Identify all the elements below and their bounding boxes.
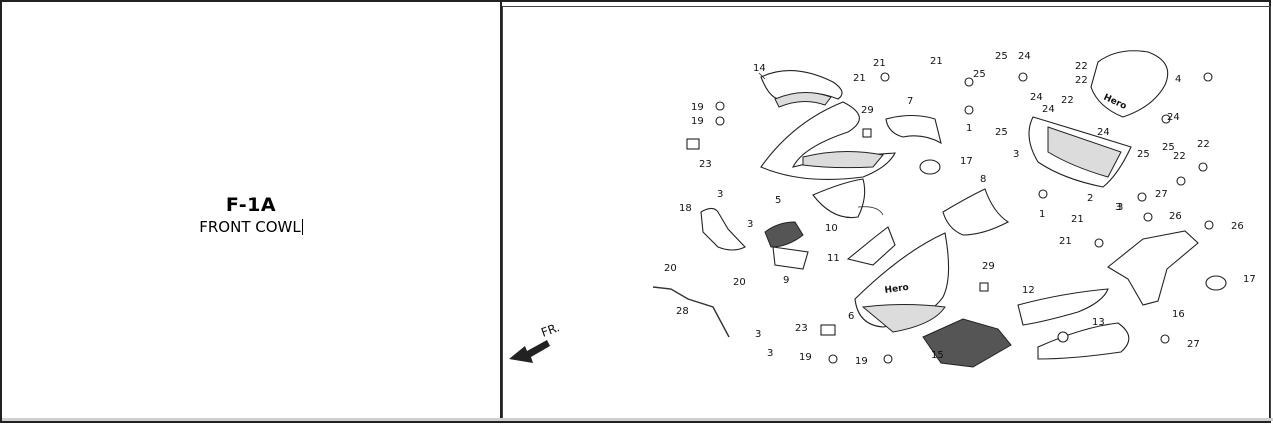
callout: 3: [755, 329, 761, 340]
callout: 25: [995, 51, 1008, 62]
callout: 22: [1075, 61, 1088, 72]
callout: 22: [1197, 139, 1210, 150]
callout: 19: [799, 352, 812, 363]
part-9-lower-bracket: [764, 221, 809, 270]
callout: 20: [733, 277, 746, 288]
part-15-lower-panel: [922, 318, 1012, 368]
callout: 19: [855, 356, 868, 367]
callout: 17: [1243, 274, 1256, 285]
callout-labels: 14 19 19 29 7 21 21 21 25 24 25 24 24 25…: [664, 51, 1256, 367]
callout: 19: [691, 102, 704, 113]
callout: 5: [775, 195, 781, 206]
part-5-front-cowl: [760, 101, 896, 180]
callout: 26: [1231, 221, 1244, 232]
part-2-lens: [1028, 116, 1132, 188]
callout: 29: [982, 261, 995, 272]
cowl-logo: Hero: [884, 283, 909, 296]
callout: 1: [966, 123, 972, 134]
callout: 24: [1097, 127, 1110, 138]
callout: 29: [861, 105, 874, 116]
text-cursor: [301, 219, 303, 235]
callout: 21: [1071, 214, 1084, 225]
callout: 24: [1030, 92, 1043, 103]
part-28-rod: [652, 286, 730, 338]
callout: 15: [931, 350, 944, 361]
parts-drawing: FR.: [509, 50, 1256, 368]
callout: 4: [1175, 74, 1181, 85]
part-4-windscreen: Hero: [1090, 50, 1169, 118]
callout: 3: [1013, 149, 1019, 160]
callout: 9: [783, 275, 789, 286]
callout: 16: [1172, 309, 1185, 320]
panel-divider: [500, 2, 502, 423]
callout: 11: [827, 253, 840, 264]
fasteners: [686, 72, 1227, 364]
front-direction-label: FR.: [539, 320, 561, 340]
callout: 22: [1061, 95, 1074, 106]
part-10-inner-panel: [812, 178, 884, 219]
callout: 24: [1042, 104, 1055, 115]
callout: 25: [1162, 142, 1175, 153]
callout: 3: [767, 348, 773, 359]
front-direction-arrow: FR.: [509, 320, 562, 363]
part-18-bracket: [700, 207, 746, 251]
callout: 23: [795, 323, 808, 334]
callout: 20: [664, 263, 677, 274]
callout: 21: [930, 56, 943, 67]
callout: 22: [1173, 151, 1186, 162]
callout: 22: [1075, 75, 1088, 86]
callout: 17: [960, 156, 973, 167]
callout: 26: [1169, 211, 1182, 222]
section-title-block: F-1A FRONT COWL: [2, 194, 500, 236]
callout: 3: [1117, 202, 1123, 213]
callout: 24: [1167, 112, 1180, 123]
callout: 6: [848, 311, 854, 322]
part-13-lower-fairing: [1037, 322, 1130, 360]
callout: 25: [995, 127, 1008, 138]
callout: 23: [699, 159, 712, 170]
bottom-scroll-edge: [2, 418, 1273, 421]
callout: 13: [1092, 317, 1105, 328]
callout: 3: [1115, 202, 1121, 213]
callout: 1: [1039, 209, 1045, 220]
part-16-frame-stay: [1107, 230, 1199, 306]
callout: 12: [1022, 285, 1035, 296]
callout: 21: [873, 58, 886, 69]
callout: 8: [980, 174, 986, 185]
part-7-duct: [885, 114, 942, 145]
callout: 25: [1137, 149, 1150, 160]
callout: 24: [1018, 51, 1031, 62]
exploded-parts-diagram: FR.: [502, 6, 1271, 421]
callout: 21: [1059, 236, 1072, 247]
callout: 21: [853, 73, 866, 84]
callout: 25: [973, 69, 986, 80]
callout: 2: [1087, 193, 1093, 204]
section-code: F-1A: [225, 194, 277, 216]
part-14-upper-cowl: [758, 70, 843, 108]
part-12-under-cowl: [1017, 288, 1109, 326]
section-name-line: FRONT COWL: [2, 218, 500, 236]
callout: 27: [1155, 189, 1168, 200]
callout: 28: [676, 306, 689, 317]
callout: 18: [679, 203, 692, 214]
callout: 3: [747, 219, 753, 230]
section-name: FRONT COWL: [199, 218, 301, 236]
callout: 14: [753, 63, 766, 74]
callout: 3: [717, 189, 723, 200]
callout: 7: [907, 96, 913, 107]
section-title-panel: F-1A FRONT COWL: [2, 2, 500, 423]
part-8-side-piece: [942, 188, 1010, 236]
part-6-side-cowl: Hero: [854, 232, 950, 333]
callout: 19: [691, 116, 704, 127]
callout: 10: [825, 223, 838, 234]
callout: 27: [1187, 339, 1200, 350]
part-11-stay: [846, 226, 896, 266]
